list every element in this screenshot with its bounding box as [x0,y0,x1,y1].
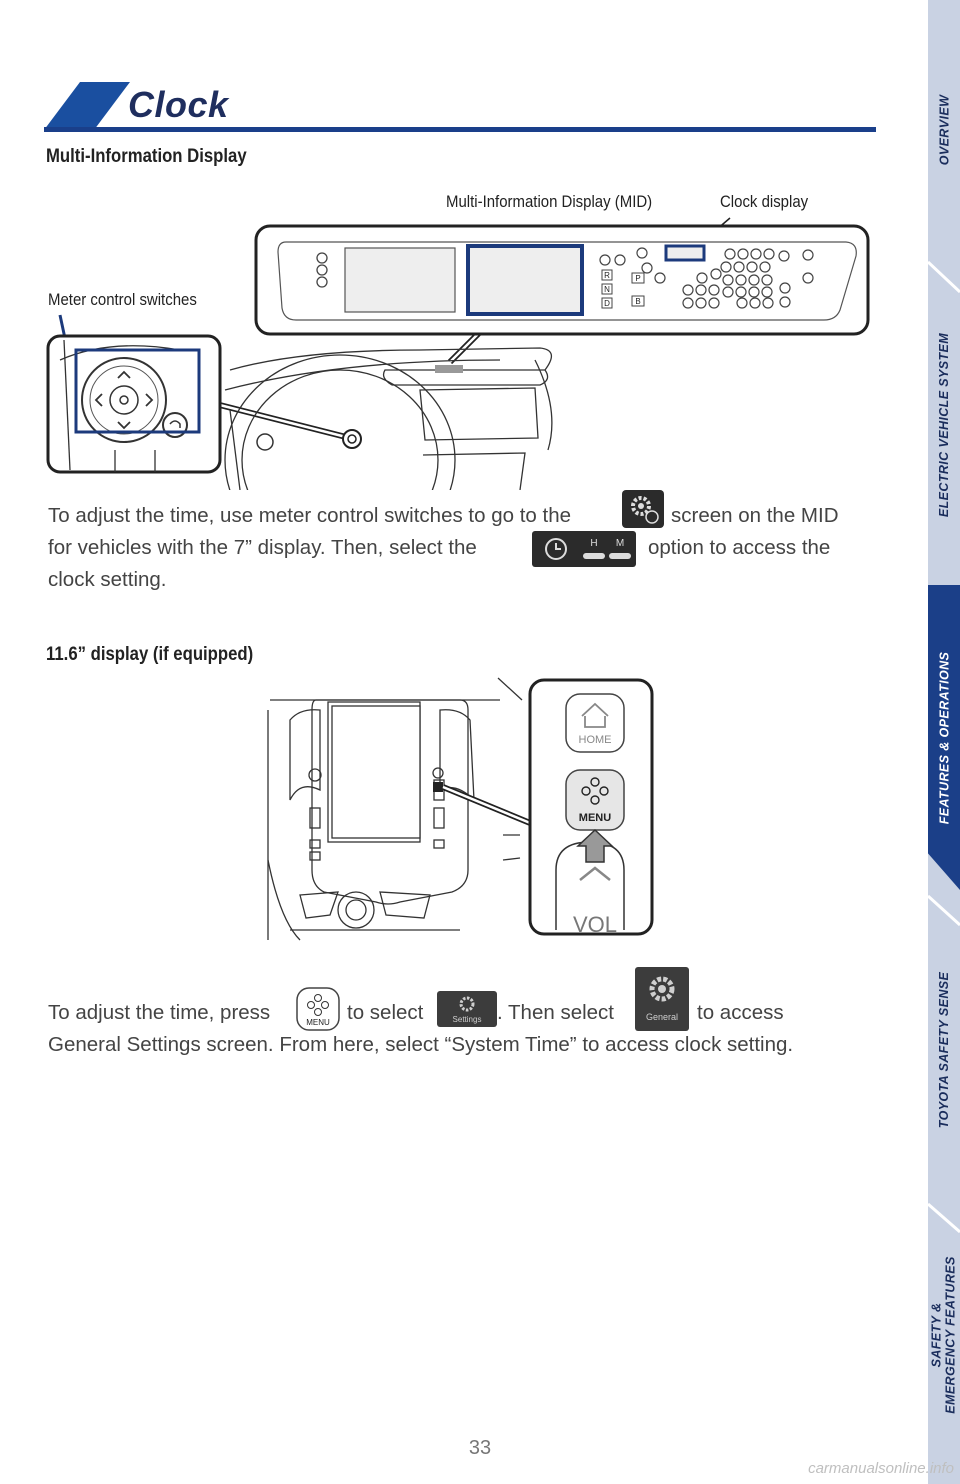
clock-h-label: H [590,538,597,549]
mid-illustration: R N D P B [46,217,870,490]
p2-line1c: . Then select [497,1001,614,1024]
p1-line1b: screen on the MID [671,504,839,527]
gear-R-label: R [604,271,610,280]
gear-D-label: D [604,299,610,308]
p2-line1d: to access [697,1001,784,1024]
callout-mid: Multi-Information Display (MID) [446,192,653,211]
vol-label: VOL [573,912,617,937]
general-app-icon: General [635,967,689,1031]
settings-gear-mid-icon [622,490,664,528]
header-ribbon [44,82,130,130]
callout-clock-display: Clock display [720,192,809,211]
settings-app-icon: Settings [437,991,497,1027]
sidebar-dividers [928,260,960,1234]
watermark: carmanualsonline.info [808,1460,954,1477]
home-label: HOME [579,734,612,746]
menu-button-label: MENU [306,1018,330,1027]
p1-line3: clock setting. [48,568,167,591]
p1-line2b: option to access the [648,536,831,559]
page-number: 33 [468,1437,492,1459]
menu-label: MENU [579,812,611,824]
clock-m-label: M [616,538,624,549]
p2-line1a: To adjust the time, press [48,1001,271,1024]
p1-line1a: To adjust the time, use meter control sw… [48,504,572,527]
p2-line2: General Settings screen. From here, sele… [48,1033,794,1056]
tab-features-operations[interactable]: FEATURES & OPERATIONS [928,585,960,890]
gear-P-label: P [635,274,640,283]
clock-option-icon: H M [532,531,636,567]
gear-N-label: N [604,285,610,294]
settings-app-label: Settings [453,1015,482,1024]
header-rule [44,127,876,132]
p1-line2a: for vehicles with the 7” display. Then, … [48,536,477,559]
section-title-116: 11.6” display (if equipped) [46,644,254,665]
display-116-illustration: HOME MENU VOL [267,677,654,941]
gear-B-label: B [635,297,640,306]
p2-line1b: to select [347,1001,424,1024]
page-title: Clock [128,84,229,125]
section-title-mid: Multi-Information Display [46,146,247,167]
general-app-label: General [646,1012,678,1022]
callout-meter-switches: Meter control switches [48,290,197,309]
menu-button-icon: MENU [296,987,340,1031]
